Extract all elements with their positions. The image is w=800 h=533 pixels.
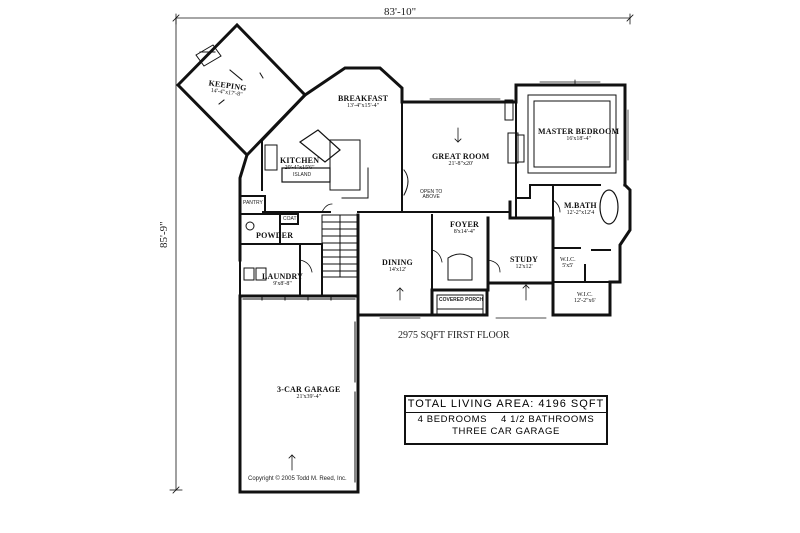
garage-text: THREE CAR GARAGE <box>452 426 560 437</box>
room-name: MASTER BEDROOM <box>538 127 620 136</box>
room-great-room: GREAT ROOM 21'-8"x20' <box>432 152 490 168</box>
room-garage: 3-CAR GARAGE 21'x39'-4" <box>277 385 341 401</box>
width-dimension-line <box>172 13 634 25</box>
bed-bath-line: 4 BEDROOMS 4 1/2 BATHROOMS <box>406 413 606 426</box>
room-kitchen: KITCHEN 20'-4"x15'6" <box>280 156 320 172</box>
master-tray-ceiling <box>527 94 617 174</box>
room-dining: DINING 14'x12' <box>382 258 413 274</box>
coat-label: COAT <box>283 216 297 222</box>
copyright-text: Copyright © 2005 Todd M. Reed, Inc. <box>248 476 347 482</box>
room-size: 21'-8"x20' <box>448 161 474 167</box>
covered-porch <box>436 253 484 316</box>
room-name: FOYER <box>450 220 479 229</box>
island-label: ISLAND <box>293 172 312 178</box>
master-tub <box>599 189 619 225</box>
breakfast-walls <box>259 66 404 143</box>
room-name: KITCHEN <box>280 156 320 165</box>
room-master-bath: M.BATH 12'-2"x12'4 <box>564 201 597 217</box>
room-wic-small: W.I.C. 5'x5' <box>560 257 576 269</box>
room-name: 3-CAR GARAGE <box>277 385 341 394</box>
first-floor-area: 2975 SQFT FIRST FLOOR <box>398 330 510 341</box>
room-master-bedroom: MASTER BEDROOM 16'x18'-4" <box>538 127 620 143</box>
room-size: 12'x12' <box>515 264 533 270</box>
room-name: W.I.C. <box>560 257 576 263</box>
room-name: M.BATH <box>564 201 597 210</box>
room-name: BREAKFAST <box>338 94 389 103</box>
total-living-area: TOTAL LIVING AREA: 4196 SQFT <box>406 397 606 413</box>
room-size: 21'x39'-4" <box>296 394 322 400</box>
bedrooms-text: 4 BEDROOMS <box>417 414 488 425</box>
room-name: DINING <box>382 258 413 267</box>
room-laundry: LAUNDRY 9'x8'-8" <box>262 272 304 288</box>
room-breakfast: BREAKFAST 13'-4"x15'-4" <box>338 94 389 110</box>
width-dimension: 83'-10" <box>384 6 417 18</box>
room-size: 8'x14'-4" <box>453 229 476 235</box>
room-size: 12'-2"x6' <box>574 298 596 304</box>
room-size: 9'x8'-8" <box>273 281 292 287</box>
room-size: 13'-4"x15'-4" <box>347 103 380 109</box>
room-name: W.I.C. <box>576 292 593 298</box>
room-name: STUDY <box>510 255 539 264</box>
depth-dimension-line <box>169 17 183 494</box>
room-size: 5'x5' <box>562 263 574 269</box>
room-foyer: FOYER 8'x14'-4" <box>450 220 479 236</box>
room-size: 12'-2"x12'4 <box>566 210 595 216</box>
room-size: 14'x12' <box>388 267 407 273</box>
pantry-label: PANTRY <box>243 200 263 206</box>
room-name: GREAT ROOM <box>432 152 490 161</box>
room-name: POWDER <box>256 231 294 240</box>
bathrooms-text: 4 1/2 BATHROOMS <box>501 414 595 425</box>
room-powder: POWDER <box>256 232 293 240</box>
room-study: STUDY 12'x12' <box>510 255 539 271</box>
open-to-above-label: OPEN TO ABOVE <box>420 189 443 201</box>
room-size: 16'x18'-4" <box>566 136 591 142</box>
room-wic-large: W.I.C. 12'-2"x6' <box>574 292 596 304</box>
depth-dimension: 85'-9" <box>158 221 170 248</box>
room-size: 20'-4"x15'6" <box>284 165 315 171</box>
covered-porch-label: COVERED PORCH <box>439 297 484 303</box>
stairs <box>321 214 359 278</box>
room-name: LAUNDRY <box>262 272 304 281</box>
